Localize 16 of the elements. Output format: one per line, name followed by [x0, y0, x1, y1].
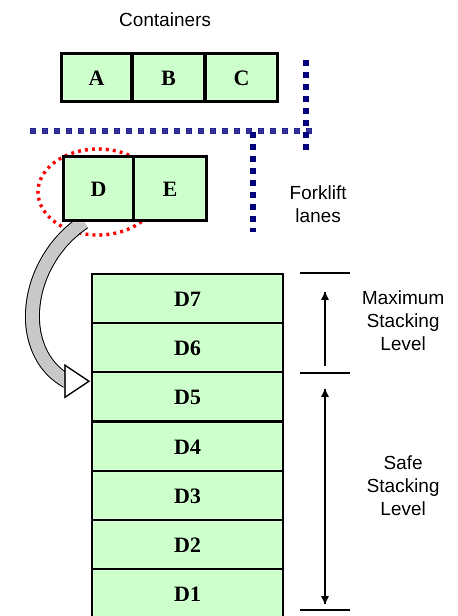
container-box: D — [62, 155, 135, 222]
container-box: C — [204, 52, 279, 103]
stacked-container-box: D4 — [91, 421, 284, 472]
stacked-container-box: D1 — [91, 568, 284, 616]
container-box: E — [132, 155, 208, 222]
stacked-container-box: D6 — [91, 322, 284, 373]
stacked-container-box: D3 — [91, 470, 284, 521]
stacked-container-box: D5 — [91, 371, 284, 422]
stacked-container-box: D7 — [91, 273, 284, 324]
stacked-container-box: D2 — [91, 519, 284, 570]
container-box: A — [60, 52, 133, 103]
container-box: B — [131, 52, 206, 103]
section-heading: Containers — [118, 10, 212, 33]
lane-label: Forklift lanes — [288, 183, 348, 229]
level-label: Maximum Stacking Level — [360, 288, 446, 356]
level-label: Safe Stacking Level — [366, 453, 440, 522]
